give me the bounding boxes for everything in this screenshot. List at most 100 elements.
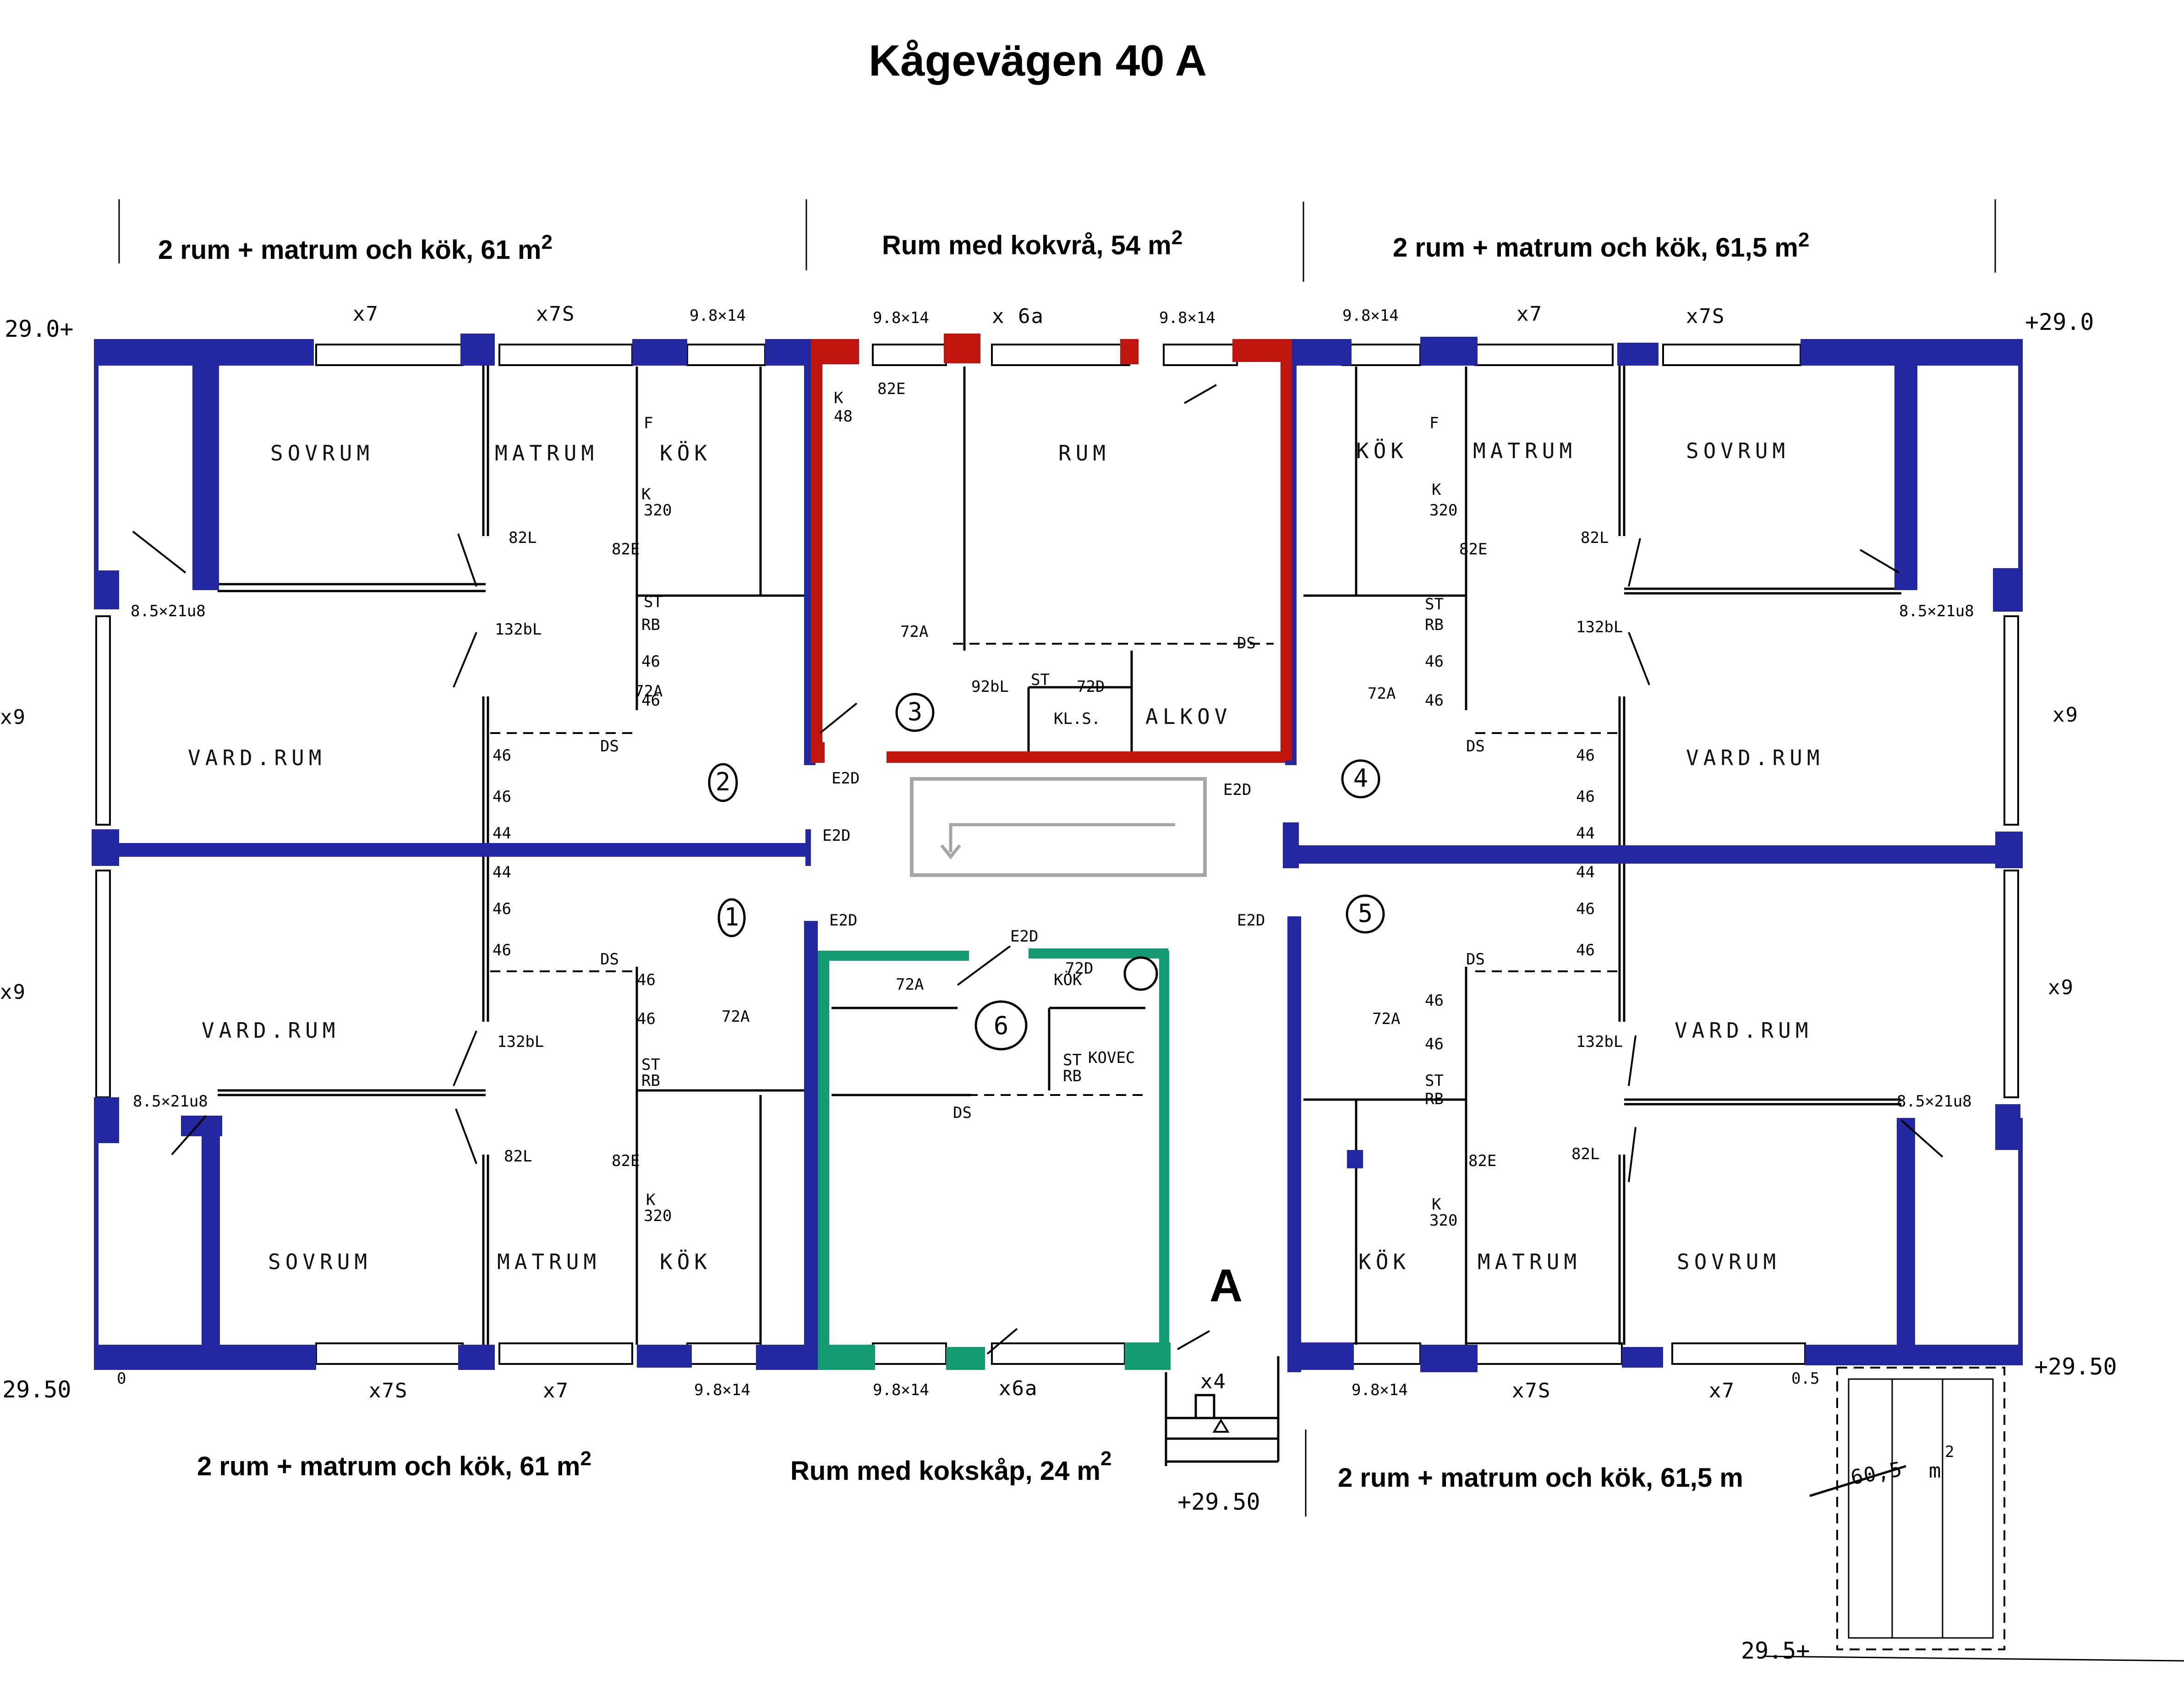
svg-text:320: 320 <box>1429 501 1457 520</box>
svg-text:2: 2 <box>716 767 731 796</box>
window-dim-side: x9 <box>0 980 26 1004</box>
window-dim: x7 <box>543 1379 569 1402</box>
svg-text:K: K <box>646 1191 656 1209</box>
svg-text:72D: 72D <box>1077 678 1105 696</box>
elevation-bottom-right: +29.50 <box>2034 1353 2117 1380</box>
svg-text:E2D: E2D <box>832 769 859 788</box>
unit-label-top-center: Rum med kokvrå, 54 m2 <box>882 226 1182 260</box>
unit-label-top-left: 2 rum + matrum och kök, 61 m2 <box>158 231 553 265</box>
svg-text:72A: 72A <box>1372 1010 1400 1028</box>
room-label: VARD.RUM <box>1675 1018 1813 1043</box>
svg-text:82E: 82E <box>612 540 640 559</box>
svg-text:DS: DS <box>1237 634 1256 652</box>
svg-text:3: 3 <box>908 697 923 726</box>
svg-text:46: 46 <box>1425 991 1444 1010</box>
svg-text:E2D: E2D <box>1237 911 1265 930</box>
window-dim: x7S <box>369 1379 408 1402</box>
svg-text:46: 46 <box>1576 900 1595 918</box>
windows-bottom <box>315 1342 1806 1365</box>
svg-text:ST: ST <box>1031 671 1050 689</box>
svg-text:ST: ST <box>1425 1072 1444 1090</box>
door-annotations: 82L 82E 132bL 72A ST RB 46 46 DS K 320 F… <box>493 380 1623 1230</box>
room-label: KÖK <box>660 441 712 465</box>
room-label: KÖK <box>660 1249 712 1274</box>
window-dim: x7S <box>1686 305 1725 328</box>
apartment-number-2: 2 <box>708 763 738 802</box>
elevation-far-right: 29.5+ <box>1741 1637 1810 1664</box>
svg-text:82E: 82E <box>877 380 905 398</box>
svg-text:132bL: 132bL <box>497 1033 544 1051</box>
room-label: MATRUM <box>495 441 598 465</box>
svg-text:RB: RB <box>1063 1067 1082 1085</box>
room-label: SOVRUM <box>1686 438 1790 463</box>
room-label: VARD.RUM <box>188 745 326 770</box>
svg-text:DS: DS <box>1466 737 1485 756</box>
window-dim: x6a <box>999 1377 1038 1400</box>
svg-text:132bL: 132bL <box>495 620 542 639</box>
svg-text:ST: ST <box>1425 595 1444 613</box>
room-labels: SOVRUM MATRUM KÖK VARD.RUM RUM KL.S. ALK… <box>188 438 1824 1274</box>
unit-label-bottom-right: 2 rum + matrum och kök, 61,5 m <box>1338 1463 1743 1493</box>
svg-text:2 rum + matrum och kök, 61,5 m: 2 rum + matrum och kök, 61,5 m2 <box>1393 229 1809 263</box>
svg-text:46: 46 <box>641 652 660 671</box>
room-label: KOVEC <box>1088 1049 1135 1067</box>
svg-text:K: K <box>834 389 843 407</box>
stairwell <box>910 777 1207 877</box>
svg-text:ST: ST <box>641 1056 660 1074</box>
window-dim: x7S <box>536 302 575 326</box>
unit-label-bottom-center: Rum med kokskåp, 24 m2 <box>790 1447 1111 1486</box>
window-dim: x7S <box>1512 1379 1551 1402</box>
svg-text:72A: 72A <box>896 975 924 994</box>
svg-text:46: 46 <box>637 1010 656 1028</box>
svg-text:K: K <box>1432 1195 1441 1214</box>
svg-text:82L: 82L <box>1571 1145 1599 1163</box>
room-label: MATRUM <box>497 1249 601 1274</box>
room-label: VARD.RUM <box>1686 745 1824 770</box>
svg-text:RB: RB <box>641 616 660 634</box>
svg-text:46: 46 <box>1576 941 1595 959</box>
window-dim: 9.8×14 <box>1352 1381 1408 1399</box>
svg-text:Rum med kokvrå, 54 m2: Rum med kokvrå, 54 m2 <box>882 226 1182 260</box>
svg-text:5: 5 <box>1358 899 1373 928</box>
svg-text:RB: RB <box>1425 1090 1444 1108</box>
svg-text:82L: 82L <box>1581 529 1609 547</box>
svg-text:E2D: E2D <box>1010 927 1038 946</box>
stair-arrow-icon <box>940 844 961 860</box>
svg-text:E2D: E2D <box>1223 781 1251 799</box>
elevation-bottom-left: 29.50 <box>2 1376 71 1403</box>
svg-text:4: 4 <box>1353 764 1368 793</box>
elevation-small-right: 0.5 <box>1791 1369 1819 1388</box>
window-dim: x7 <box>353 302 379 326</box>
window-dim: 9.8×14 <box>873 309 929 327</box>
entry-steps-dim: x4 <box>1200 1370 1226 1393</box>
svg-text:46: 46 <box>493 788 511 806</box>
svg-text:Rum med kokskåp, 24 m2: Rum med kokskåp, 24 m2 <box>790 1447 1111 1486</box>
svg-text:48: 48 <box>834 407 853 426</box>
window-dim-side: x9 <box>0 706 26 729</box>
room-label: KL.S. <box>1054 710 1100 728</box>
room-label: SOVRUM <box>270 441 374 465</box>
svg-text:72D: 72D <box>1065 959 1093 978</box>
svg-text:m: m <box>1929 1459 1942 1483</box>
svg-text:46: 46 <box>641 691 660 710</box>
unit-label-top-right: 2 rum + matrum och kök, 61,5 m2 <box>1393 229 1809 263</box>
svg-text:92bL: 92bL <box>971 678 1009 696</box>
handwritten-area-note: 60,5 m 2 <box>1809 1443 1954 1497</box>
svg-text:E2D: E2D <box>829 911 857 930</box>
svg-text:72A: 72A <box>635 682 662 701</box>
svg-text:46: 46 <box>1425 1035 1444 1053</box>
room-label: MATRUM <box>1478 1249 1581 1274</box>
windows-top <box>315 344 1801 366</box>
svg-text:320: 320 <box>644 501 672 520</box>
elevation-entry: +29.50 <box>1177 1489 1260 1515</box>
balcony-dim: 8.5×21u8 <box>1899 602 1974 620</box>
svg-text:320: 320 <box>644 1207 672 1225</box>
svg-text:72A: 72A <box>1368 684 1396 703</box>
svg-text:DS: DS <box>600 737 619 756</box>
room-label: SOVRUM <box>1677 1249 1780 1274</box>
svg-text:46: 46 <box>1576 788 1595 806</box>
plan-title: Kågevägen 40 A <box>869 36 1207 85</box>
svg-text:DS: DS <box>1466 950 1485 969</box>
svg-text:E2D: E2D <box>822 827 850 845</box>
